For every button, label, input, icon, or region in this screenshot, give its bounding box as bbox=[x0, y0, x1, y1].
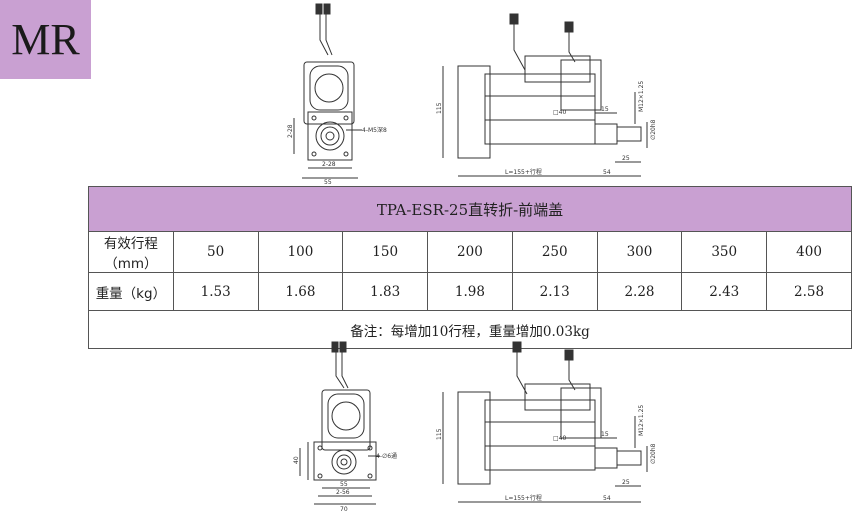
top-side-dia: ∅20h8 bbox=[650, 119, 657, 140]
table-title-row: TPA-ESR-25直转折-前端盖 bbox=[88, 186, 852, 232]
bottom-front-dim-w3: 70 bbox=[340, 506, 348, 512]
cell-stroke-3: 150 bbox=[342, 231, 429, 273]
bottom-side-height: 115 bbox=[436, 428, 443, 440]
table-row-stroke: 有效行程（mm） 50 100 150 200 250 300 350 400 bbox=[88, 231, 852, 273]
top-side-view-drawing: 115 □40 15 M12×1.25 ∅20h8 25 L=155+行程 54 bbox=[436, 13, 657, 177]
bottom-front-hole-label: 4-∅6通 bbox=[376, 452, 397, 460]
bottom-side-dim-54: 54 bbox=[603, 495, 611, 502]
cell-stroke-2: 100 bbox=[257, 231, 344, 273]
top-side-height: 115 bbox=[436, 102, 443, 114]
cell-stroke-5: 250 bbox=[511, 231, 598, 273]
bottom-front-view-drawing: 40 4-∅6通 55 2-56 70 bbox=[293, 341, 397, 512]
top-front-dim-w1: 2-28 bbox=[322, 161, 336, 168]
bottom-side-dia: ∅20h8 bbox=[650, 443, 657, 464]
bottom-side-view-drawing: 115 □40 15 M12×1.25 ∅20h8 25 L=155+行程 54 bbox=[436, 341, 657, 503]
table-note: 备注：每增加10行程，重量增加0.03kg bbox=[88, 310, 852, 349]
bottom-front-dim-w2: 2-56 bbox=[336, 489, 350, 496]
top-side-dim-54: 54 bbox=[603, 169, 611, 176]
cell-weight-2: 1.68 bbox=[257, 272, 344, 311]
row-label-weight: 重量（kg） bbox=[88, 272, 174, 311]
row-label-stroke: 有效行程（mm） bbox=[88, 231, 174, 273]
bottom-side-dim-25: 25 bbox=[622, 479, 630, 486]
cell-weight-4: 1.98 bbox=[427, 272, 513, 311]
cell-weight-5: 2.13 bbox=[511, 272, 598, 311]
cell-weight-6: 2.28 bbox=[596, 272, 683, 311]
top-side-square: □40 bbox=[553, 109, 566, 116]
bottom-side-square: □40 bbox=[553, 435, 566, 442]
top-front-dim-w2: 55 bbox=[324, 179, 332, 186]
top-front-hole-label: 4-M5深8 bbox=[362, 126, 387, 134]
bottom-side-thread: M12×1.25 bbox=[638, 405, 645, 436]
table-note-row: 备注：每增加10行程，重量增加0.03kg bbox=[88, 310, 852, 349]
cell-weight-1: 1.53 bbox=[172, 272, 259, 311]
table-title: TPA-ESR-25直转折-前端盖 bbox=[88, 186, 852, 232]
cell-stroke-4: 200 bbox=[427, 231, 513, 273]
top-side-thread: M12×1.25 bbox=[638, 81, 645, 112]
cell-stroke-1: 50 bbox=[172, 231, 259, 273]
top-side-length: L=155+行程 bbox=[505, 168, 542, 176]
top-side-dim-25: 25 bbox=[622, 155, 630, 162]
top-front-dim-h: 2-28 bbox=[287, 124, 294, 138]
bottom-side-dim-15: 15 bbox=[601, 431, 609, 438]
top-side-dim-15: 15 bbox=[601, 106, 609, 113]
bottom-side-length: L=155+行程 bbox=[505, 494, 542, 502]
table-row-weight: 重量（kg） 1.53 1.68 1.83 1.98 2.13 2.28 2.4… bbox=[88, 272, 852, 311]
bottom-front-dim-h: 40 bbox=[293, 456, 300, 464]
cell-stroke-6: 300 bbox=[596, 231, 683, 273]
cell-weight-8: 2.58 bbox=[766, 272, 852, 311]
top-front-view-drawing: 2-28 4-M5深8 2-28 55 bbox=[287, 3, 387, 186]
cell-stroke-7: 350 bbox=[681, 231, 768, 273]
mr-badge: MR bbox=[0, 0, 91, 79]
spec-table: TPA-ESR-25直转折-前端盖 有效行程（mm） 50 100 150 20… bbox=[88, 186, 852, 349]
cell-stroke-8: 400 bbox=[766, 231, 852, 273]
cell-weight-7: 2.43 bbox=[681, 272, 768, 311]
cell-weight-3: 1.83 bbox=[342, 272, 429, 311]
bottom-front-dim-w1: 55 bbox=[340, 481, 348, 488]
